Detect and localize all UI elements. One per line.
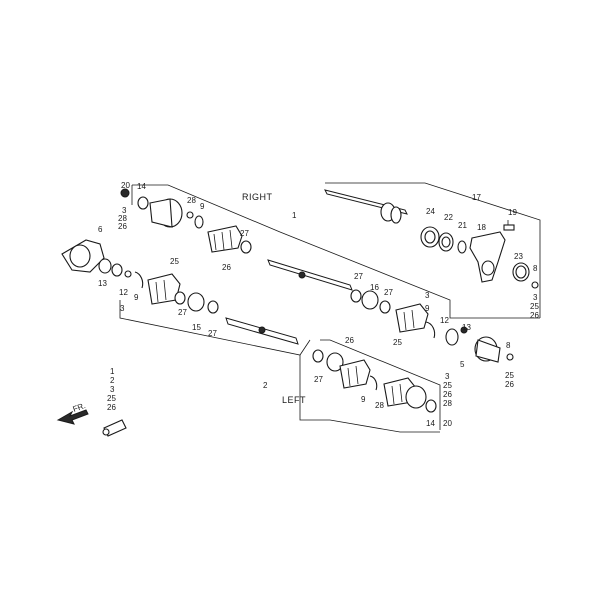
callout-14-left: 14 — [426, 419, 435, 428]
joint-housing-right-upper — [120, 188, 183, 228]
callout-3-mid: 3 — [425, 291, 430, 300]
front-arrow-icon — [56, 409, 89, 425]
callout-21: 21 — [458, 221, 467, 230]
callout-3-right: 3 — [533, 293, 538, 302]
bracket-18 — [469, 231, 506, 283]
caption-front: FR. — [72, 401, 87, 414]
clamp-27-upper — [240, 240, 252, 254]
left-group-frame — [119, 300, 441, 433]
callout-25-right: 25 — [530, 302, 539, 311]
callout-9-left-b: 9 — [361, 395, 366, 404]
legend-item-2: 2 — [110, 376, 115, 385]
callout-8-right: 8 — [533, 264, 538, 273]
band-28-upper — [186, 211, 204, 229]
callout-20-right: 20 — [121, 181, 130, 190]
seal-22 — [438, 232, 454, 252]
inboard-joint-right — [350, 289, 391, 314]
callout-28-left-b: 28 — [443, 399, 452, 408]
joint-left-outboard — [174, 291, 219, 314]
clip-left-inboard — [369, 375, 378, 391]
spider-right-inboard — [445, 326, 468, 346]
callout-1: 1 — [292, 211, 297, 220]
callout-14-right: 14 — [137, 182, 146, 191]
legend-item-25: 25 — [107, 394, 116, 403]
callout-27-upper: 27 — [240, 229, 249, 238]
callout-8-mid: 8 — [506, 341, 511, 350]
intermediate-shaft — [324, 189, 408, 224]
callout-25-left-b: 25 — [443, 381, 452, 390]
callout-26-right: 26 — [530, 311, 539, 320]
callout-3-left-b: 3 — [445, 372, 450, 381]
nut-8-right — [531, 281, 539, 289]
callout-27-left-c: 27 — [314, 375, 323, 384]
legend-item-26: 26 — [107, 403, 116, 412]
callout-20-left: 20 — [443, 419, 452, 428]
callout-9-left: 9 — [134, 293, 139, 302]
legend-item-1: 1 — [110, 367, 115, 376]
callout-26-mid: 26 — [505, 380, 514, 389]
clip-right-inboard — [425, 321, 436, 339]
callout-28-left: 28 — [375, 401, 384, 410]
callout-27-left-b: 27 — [208, 329, 217, 338]
callout-15: 15 — [192, 323, 201, 332]
joint-left-inboard — [312, 349, 344, 372]
callout-25-left: 25 — [393, 338, 402, 347]
legend-item-3: 3 — [110, 385, 115, 394]
callout-27-mid-b: 27 — [384, 288, 393, 297]
callout-6: 6 — [98, 225, 103, 234]
bolt-19 — [503, 220, 515, 231]
outboard-cv-joint-right — [474, 336, 514, 363]
boot-right-inboard — [395, 303, 429, 333]
callout-24: 24 — [426, 207, 435, 216]
callout-13-left: 13 — [98, 279, 107, 288]
callout-9-mid: 9 — [425, 304, 430, 313]
bearing-23 — [512, 262, 530, 282]
callout-16: 16 — [370, 283, 379, 292]
callout-25-mid: 25 — [505, 371, 514, 380]
callout-28-upper: 28 — [187, 196, 196, 205]
callout-3-left: 3 — [120, 304, 125, 313]
callout-5: 5 — [460, 360, 465, 369]
callout-9-upper: 9 — [200, 202, 205, 211]
callout-3-right-a: 3 — [122, 206, 127, 215]
callout-27-left-a: 27 — [178, 308, 187, 317]
pin-part — [102, 419, 127, 437]
callout-25-upper: 25 — [170, 257, 179, 266]
caption-right: RIGHT — [242, 192, 273, 202]
callout-26-upper: 26 — [222, 263, 231, 272]
callout-26-left-b: 26 — [443, 390, 452, 399]
callout-17: 17 — [472, 193, 481, 202]
boot-left-inboard — [339, 359, 371, 389]
drive-shaft-right — [267, 259, 353, 291]
callout-18: 18 — [477, 223, 486, 232]
clip-21 — [457, 240, 467, 254]
callout-28-right-a: 28 — [118, 214, 127, 223]
callout-2: 2 — [263, 381, 268, 390]
callout-12-left: 12 — [119, 288, 128, 297]
cv-joint-left-outer — [405, 385, 437, 413]
callout-13-mid: 13 — [462, 323, 471, 332]
bearing-24 — [420, 226, 440, 248]
right-group-frame — [131, 182, 541, 319]
cv-housing-left — [61, 239, 132, 278]
drive-shaft-left — [225, 317, 299, 345]
callout-22: 22 — [444, 213, 453, 222]
callout-27-mid: 27 — [354, 272, 363, 281]
boot-right-upper — [207, 225, 243, 253]
callout-12-mid: 12 — [440, 316, 449, 325]
clip-left-outboard — [134, 271, 144, 289]
callout-23: 23 — [514, 252, 523, 261]
callout-26-left: 26 — [345, 336, 354, 345]
callout-19: 19 — [508, 208, 517, 217]
caption-left: LEFT — [282, 395, 306, 405]
callout-26-right-a: 26 — [118, 222, 127, 231]
